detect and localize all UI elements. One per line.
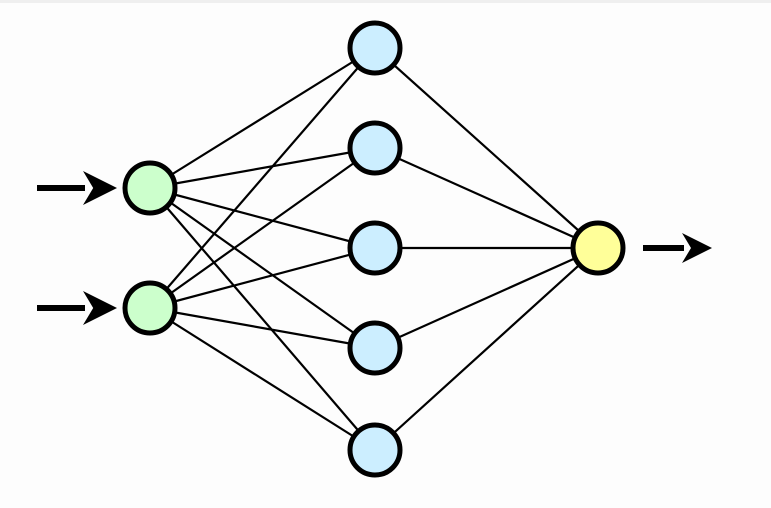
edge-i2-h1 [148, 46, 377, 310]
hidden-node-2[interactable] [347, 120, 403, 176]
edge-i1-h4 [148, 186, 377, 350]
output-arrow-1 [643, 233, 712, 263]
edge-i1-h3 [148, 186, 377, 250]
edge-i1-h2 [148, 146, 377, 190]
input-node-1[interactable] [122, 160, 178, 216]
edge-i2-h2 [148, 146, 377, 310]
edge-h1-o1 [373, 46, 600, 250]
hidden-node-1[interactable] [347, 20, 403, 76]
edge-i2-h3 [148, 246, 377, 310]
edge-h4-o1 [373, 246, 600, 350]
top-edge-band [0, 0, 771, 3]
hidden-node-5[interactable] [347, 422, 403, 478]
hidden-node-4[interactable] [347, 320, 403, 376]
edge-i2-h4 [148, 306, 377, 350]
input-arrow-2 [37, 291, 117, 325]
edge-i1-h5 [148, 186, 377, 452]
edge-h5-o1 [373, 246, 600, 452]
edge-i1-h1 [148, 46, 377, 190]
output-arrow-1-head [682, 233, 712, 263]
input-layer [122, 160, 178, 336]
input-arrow-1 [37, 171, 117, 205]
output-layer [570, 220, 626, 276]
edges-group [148, 46, 600, 452]
edge-i2-h5 [148, 306, 377, 452]
edge-h2-o1 [373, 146, 600, 250]
output-node-1[interactable] [570, 220, 626, 276]
io-arrows-group [37, 171, 712, 325]
hidden-layer [347, 20, 403, 478]
nodes-group [122, 20, 626, 478]
input-arrow-2-head [83, 291, 117, 325]
hidden-node-3[interactable] [347, 220, 403, 276]
input-arrow-1-head [83, 171, 117, 205]
input-node-2[interactable] [122, 280, 178, 336]
